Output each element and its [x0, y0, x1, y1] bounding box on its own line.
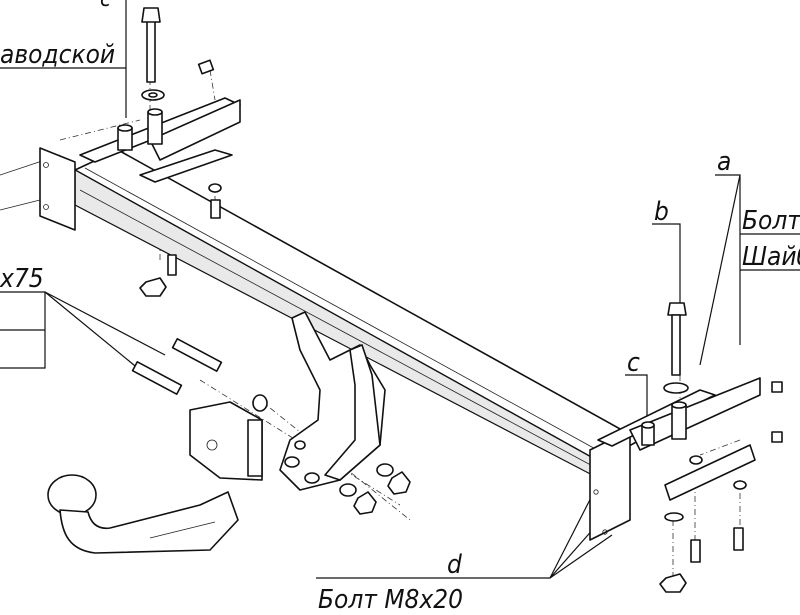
- label-top-left-text: аводской: [0, 40, 115, 70]
- label-letter-c: c: [627, 348, 640, 378]
- ball-plate-fasteners: [131, 338, 411, 515]
- label-right-text-2: Шайб: [742, 242, 800, 272]
- label-left-size: x75: [0, 264, 44, 294]
- right-fasteners: [641, 302, 783, 593]
- label-right-text-1: Болт: [742, 206, 800, 236]
- label-letter-d: d: [447, 550, 462, 580]
- label-letter-b: b: [654, 197, 669, 227]
- label-top-left-letter: c: [100, 0, 111, 12]
- label-letter-a: a: [717, 147, 731, 177]
- label-bottom-text: Болт M8x20: [318, 585, 463, 615]
- hitch-mount-bracket: [279, 311, 386, 491]
- tow-ball-assembly: [47, 474, 239, 554]
- left-top-fasteners: [117, 7, 222, 297]
